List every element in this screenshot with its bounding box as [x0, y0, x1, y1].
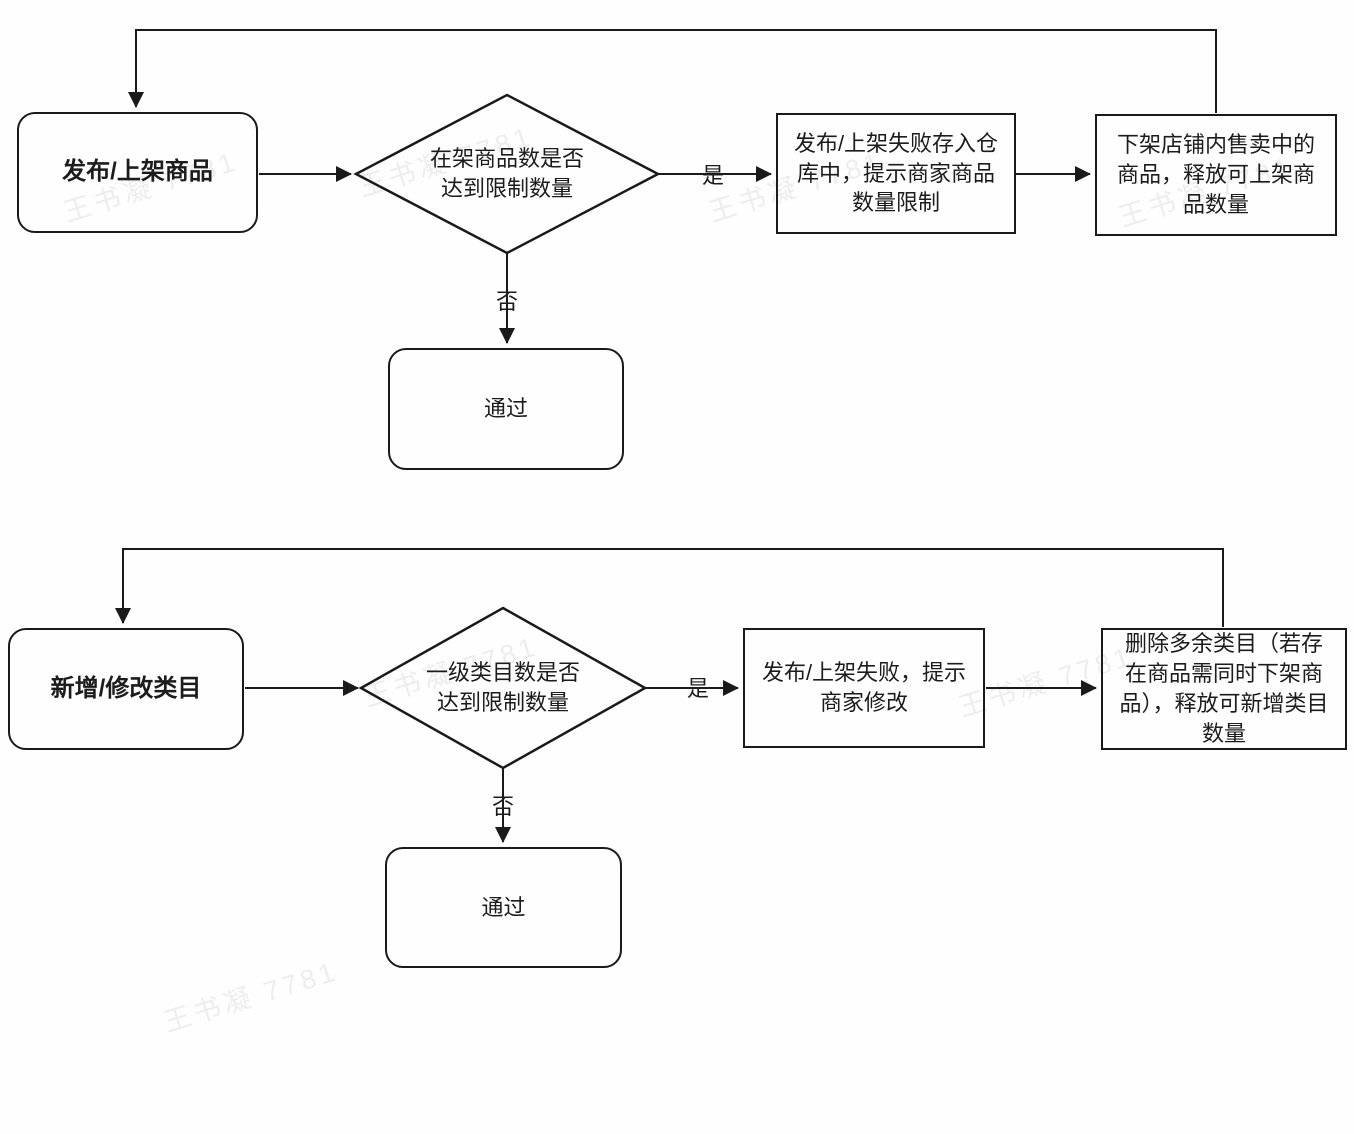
flow2-decision-text: 一级类目数是否达到限制数量	[425, 660, 580, 715]
flow1-fail-box: 发布/上架失败存入仓库中，提示商家商品数量限制	[776, 113, 1016, 234]
flow1-pass-text: 通过	[483, 396, 528, 422]
flow2-no-label: 否	[491, 794, 515, 819]
flow2-fail-text: 发布/上架失败，提示商家修改	[761, 660, 967, 715]
flow2-release-box: 删除多余类目（若存在商品需同时下架商品），释放可新增类目数量	[1101, 628, 1347, 750]
flow2-decision-diamond-shape	[358, 606, 648, 770]
flow2-decision-label: 一级类目数是否达到限制数量	[418, 634, 588, 742]
flow1-start-label: 发布/上架商品	[62, 158, 213, 186]
edge-flow1-feedback-loop	[128, 29, 1217, 113]
flow1-pass-node: 通过	[388, 348, 624, 470]
flow1-yes-label: 是	[701, 163, 725, 188]
flow1-fail-text: 发布/上架失败存入仓库中，提示商家商品数量限制	[793, 130, 999, 216]
flow2-pass-node: 通过	[385, 847, 622, 968]
flow2-release-text: 删除多余类目（若存在商品需同时下架商品），释放可新增类目数量	[1119, 631, 1329, 746]
flow2-start-label: 新增/修改类目	[50, 674, 202, 702]
flow1-decision-diamond-shape	[353, 93, 661, 255]
flow1-decision-label: 在架商品数是否达到限制数量	[422, 120, 592, 228]
flow1-decision-text: 在架商品数是否达到限制数量	[429, 146, 584, 201]
flow1-no-label: 否	[495, 289, 519, 314]
flow1-release-text: 下架店铺内售卖中的商品，释放可上架商品数量	[1116, 132, 1315, 217]
flow2-fail-box: 发布/上架失败，提示商家修改	[743, 628, 985, 748]
flow1-start-node: 发布/上架商品	[17, 112, 258, 233]
flow2-yes-label: 是	[686, 676, 710, 701]
flow2-start-node: 新增/修改类目	[8, 628, 244, 750]
flow1-release-box: 下架店铺内售卖中的商品，释放可上架商品数量	[1095, 114, 1337, 236]
flow2-pass-text: 通过	[481, 894, 526, 920]
edge-flow2-feedback-loop	[115, 548, 1224, 627]
